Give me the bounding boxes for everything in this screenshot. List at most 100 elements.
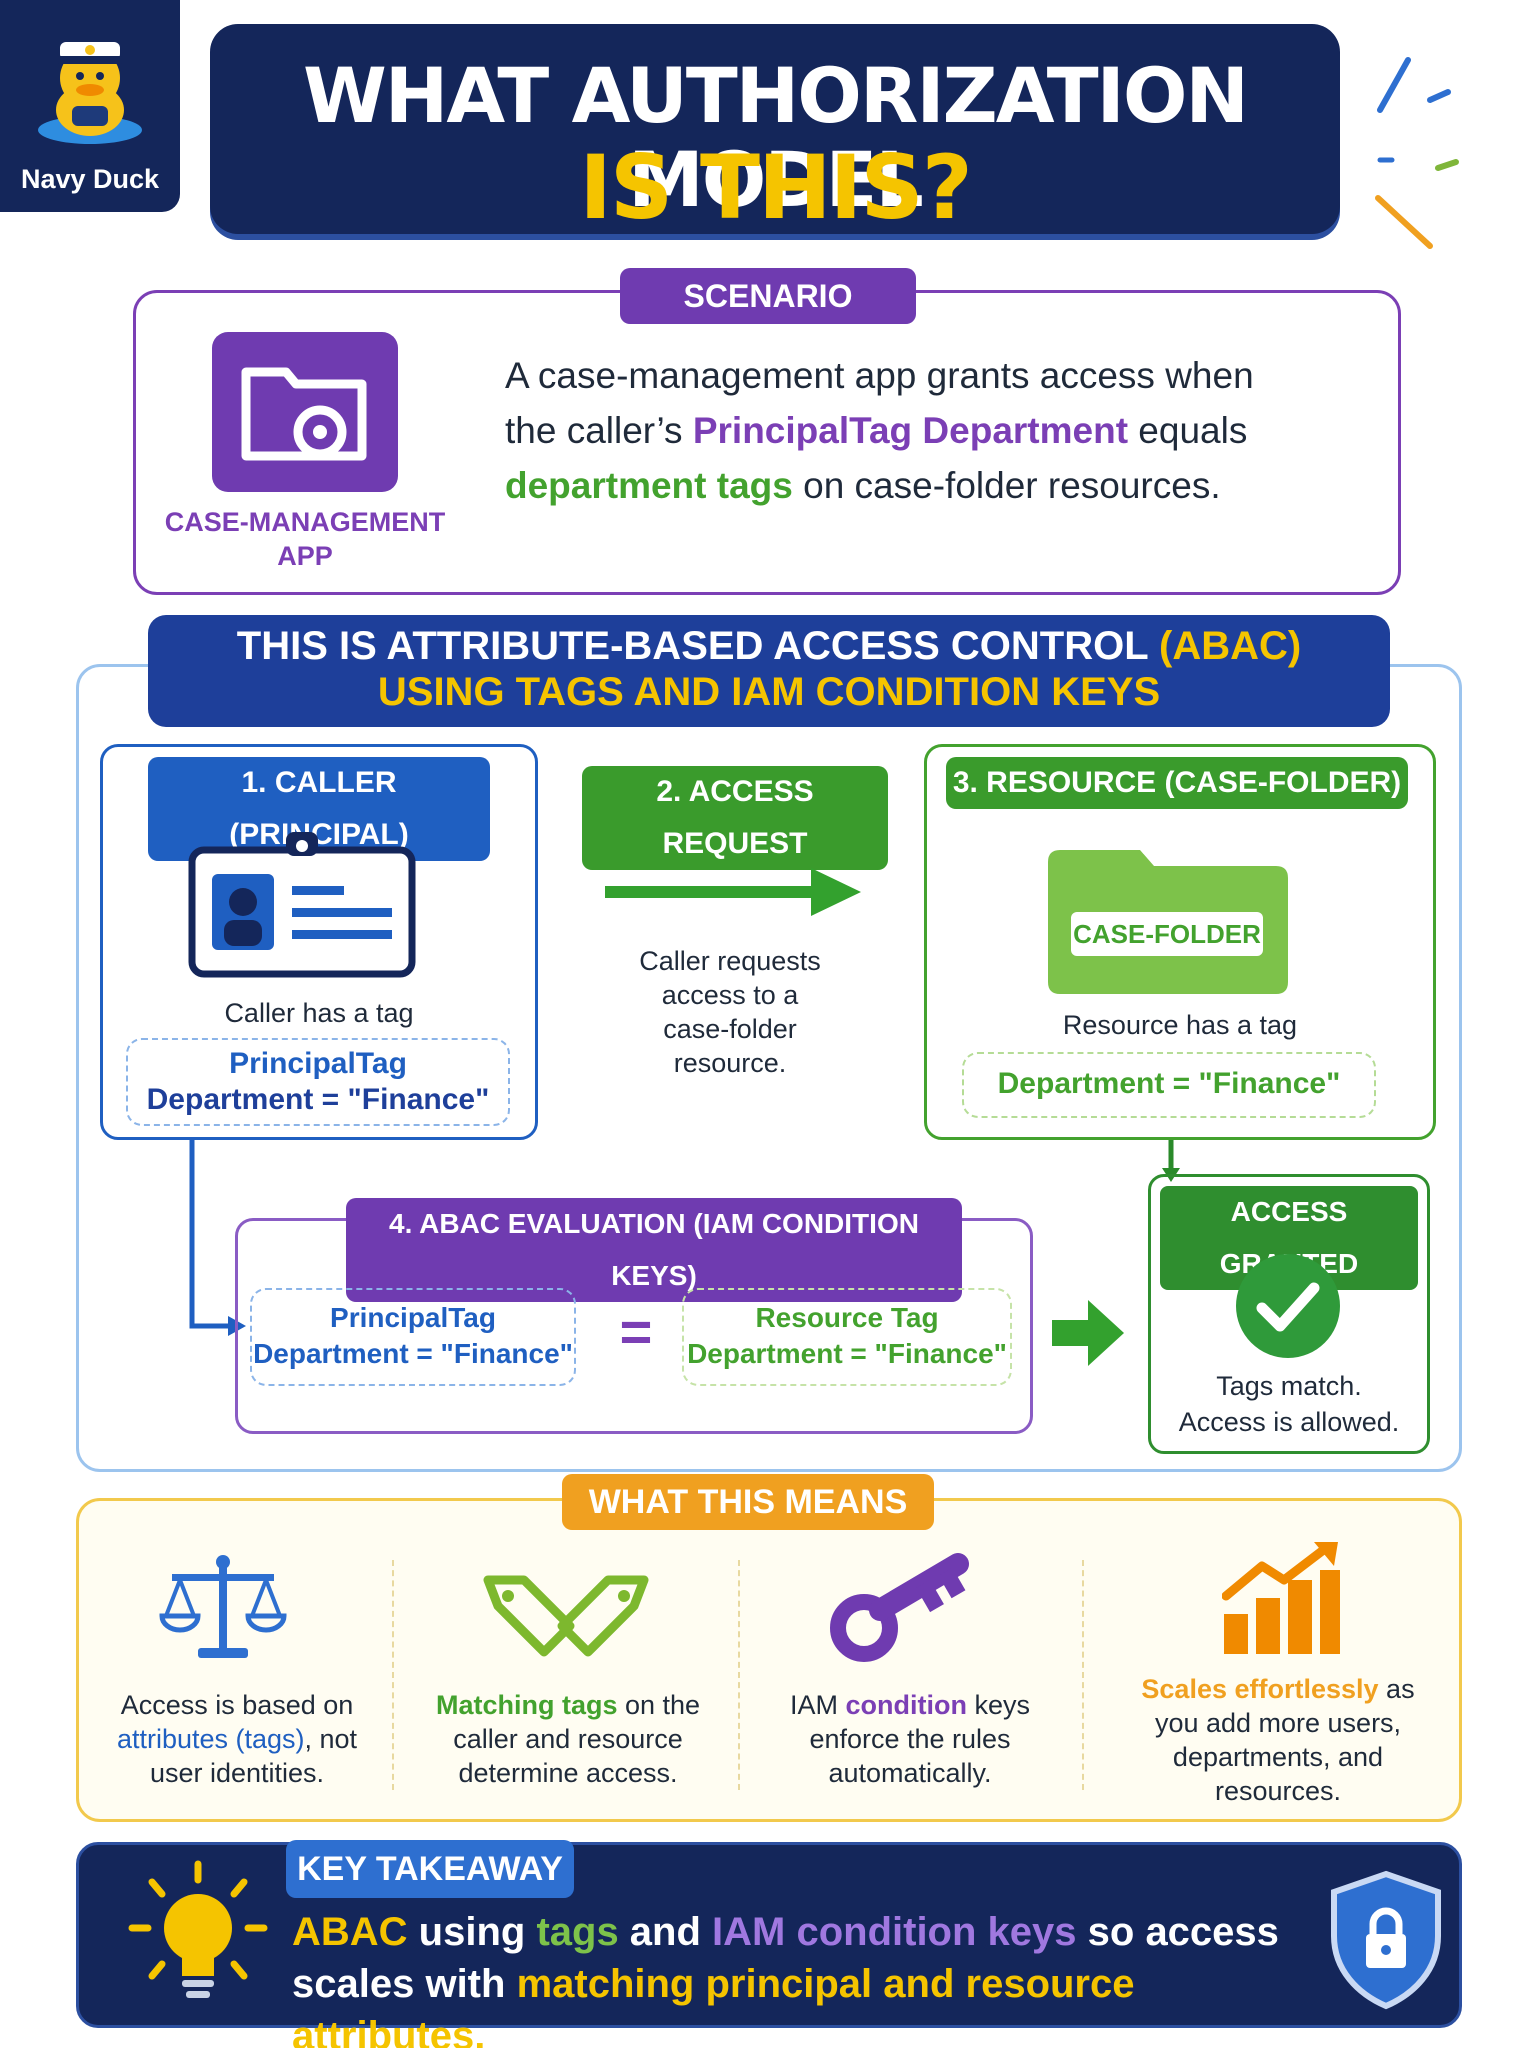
scenario-text: A case-management app grants access when… xyxy=(505,348,1305,513)
eval-resource-key: Resource Tag xyxy=(755,1302,939,1333)
arrow-right-icon xyxy=(1052,1300,1124,1366)
means-text: user identities. xyxy=(149,1758,325,1788)
takeaway-text-part: using xyxy=(407,1910,537,1954)
eval-principal-tag: PrincipalTag Department = "Finance" xyxy=(250,1288,576,1386)
means-text: as xyxy=(1378,1674,1415,1704)
eval-principal-key: PrincipalTag xyxy=(330,1302,496,1333)
means-badge: WHAT THIS MEANS xyxy=(562,1474,934,1530)
folder-gear-icon xyxy=(241,367,367,461)
lightbulb-icon xyxy=(128,1860,268,1998)
brand-name: Navy Duck xyxy=(20,164,160,194)
arrow-right-icon xyxy=(605,868,861,916)
means-text: , not xyxy=(304,1724,358,1754)
takeaway-text-part: and xyxy=(618,1910,713,1954)
resource-tag-value: Department = "Finance" xyxy=(997,1067,1341,1100)
request-label: 2. ACCESS REQUEST xyxy=(582,766,888,870)
means-text: resources. xyxy=(1214,1776,1342,1806)
takeaway-line2: scales with matching principal and resou… xyxy=(292,1958,1312,2048)
checkmark-icon xyxy=(1236,1254,1340,1358)
takeaway-condition-keys: IAM condition keys xyxy=(712,1910,1077,1954)
takeaway-text-part: scales with xyxy=(292,1962,517,2006)
means-text: automatically. xyxy=(828,1758,992,1788)
scale-icon xyxy=(159,1555,287,1658)
duck-mascot-icon xyxy=(38,42,142,144)
divider xyxy=(738,1560,740,1790)
app-label: CASE-MANAGEMENT APP xyxy=(160,505,450,573)
means-panel xyxy=(76,1498,1462,1822)
brand-logo: Navy Duck xyxy=(0,0,180,212)
takeaway-attributes: matching principal and resource attribut… xyxy=(292,1962,1135,2048)
means-text: departments, and xyxy=(1172,1742,1384,1772)
takeaway-badge: KEY TAKEAWAY xyxy=(286,1840,574,1898)
takeaway-abac: ABAC xyxy=(292,1910,408,1954)
banner-line1-text: THIS IS ATTRIBUTE-BASED ACCESS CONTROL xyxy=(236,624,1160,668)
divider xyxy=(1082,1560,1084,1790)
takeaway-tags: tags xyxy=(536,1910,619,1954)
request-text-line: resource. xyxy=(673,1048,787,1078)
banner-abac: (ABAC) xyxy=(1159,624,1302,668)
divider xyxy=(392,1560,394,1790)
abac-banner: THIS IS ATTRIBUTE-BASED ACCESS CONTROL (… xyxy=(148,615,1390,727)
case-folder-label: CASE-FOLDER xyxy=(1071,912,1263,956)
means-highlight: condition xyxy=(845,1690,967,1720)
request-text: Caller requests access to a case-folder … xyxy=(600,944,860,1080)
banner-line1: THIS IS ATTRIBUTE-BASED ACCESS CONTROL (… xyxy=(148,623,1390,669)
eval-resource-tag: Resource Tag Department = "Finance" xyxy=(682,1288,1012,1386)
resource-card xyxy=(924,744,1436,1140)
growth-chart-icon xyxy=(1222,1542,1340,1654)
page-title-line2: IS THIS? xyxy=(579,136,973,239)
scenario-text-part: A case-management app grants access when… xyxy=(505,355,1254,451)
request-text-line: Caller requests xyxy=(639,946,821,976)
confetti-decoration xyxy=(1375,57,1459,249)
shield-lock-icon xyxy=(1331,1870,1441,2010)
means-highlight: Matching tags xyxy=(435,1690,618,1720)
scenario-text-part: on case-folder resources. xyxy=(792,465,1221,506)
request-text-line: access to a xyxy=(661,980,799,1010)
caller-tag: PrincipalTag Department = "Finance" xyxy=(126,1038,510,1126)
caller-tag-value: Department = "Finance" xyxy=(146,1083,490,1116)
page-title-line1: WHAT AUTHORIZATION MODEL xyxy=(302,51,1249,224)
eval-resource-value: Department = "Finance" xyxy=(687,1338,1007,1369)
means-highlight: Scales effortlessly xyxy=(1141,1674,1379,1704)
scenario-badge: SCENARIO xyxy=(620,268,916,324)
means-text: enforce the rules xyxy=(809,1724,1011,1754)
access-granted-text: Tags match. Access is allowed. xyxy=(1148,1368,1430,1440)
means-item-matching: Matching tags on the caller and resource… xyxy=(410,1688,726,1790)
app-label-line1: CASE-MANAGEMENT xyxy=(164,507,446,537)
means-text: keys xyxy=(966,1690,1031,1720)
scenario-highlight-department-tags: department tags xyxy=(505,465,793,506)
tags-icon xyxy=(483,1575,649,1657)
resource-caption: Resource has a tag xyxy=(1062,1010,1298,1040)
eval-principal-value: Department = "Finance" xyxy=(253,1338,573,1369)
access-granted-card xyxy=(1148,1174,1430,1454)
means-item-attributes: Access is based on attributes (tags), no… xyxy=(92,1688,382,1790)
app-label-line2: APP xyxy=(277,541,333,571)
means-text: determine access. xyxy=(458,1758,678,1788)
caller-tag-key: PrincipalTag xyxy=(229,1047,407,1080)
granted-line: Access is allowed. xyxy=(1178,1407,1400,1437)
caller-label: 1. CALLER (PRINCIPAL) xyxy=(148,757,490,861)
caller-card xyxy=(100,744,538,1140)
means-text: on the xyxy=(617,1690,701,1720)
takeaway-text-part: so access xyxy=(1076,1910,1279,1954)
means-highlight: attributes (tags) xyxy=(116,1724,305,1754)
scenario-highlight-principaltag: PrincipalTag Department xyxy=(692,410,1129,451)
means-item-scales: Scales effortlessly as you add more user… xyxy=(1108,1672,1448,1808)
banner-line2: USING TAGS AND IAM CONDITION KEYS xyxy=(377,670,1161,714)
caller-caption: Caller has a tag xyxy=(224,998,414,1028)
app-icon xyxy=(212,332,398,492)
means-item-condition-keys: IAM condition keys enforce the rules aut… xyxy=(750,1688,1070,1790)
takeaway-line1: ABAC using tags and IAM condition keys s… xyxy=(292,1906,1312,1958)
means-text: IAM xyxy=(789,1690,846,1720)
means-text: Access is based on xyxy=(120,1690,354,1720)
scenario-text-part: equals xyxy=(1128,410,1248,451)
means-text: you add more users, xyxy=(1154,1708,1402,1738)
request-text-line: case-folder xyxy=(663,1014,797,1044)
granted-line: Tags match. xyxy=(1216,1371,1362,1401)
evaluation-label: 4. ABAC EVALUATION (IAM CONDITION KEYS) xyxy=(346,1198,962,1302)
key-icon xyxy=(830,1553,969,1662)
id-card-icon xyxy=(188,832,416,978)
means-text: caller and resource xyxy=(453,1724,683,1754)
takeaway-text: ABAC using tags and IAM condition keys s… xyxy=(292,1906,1312,2048)
title-panel: WHAT AUTHORIZATION MODEL IS THIS? xyxy=(210,24,1340,234)
